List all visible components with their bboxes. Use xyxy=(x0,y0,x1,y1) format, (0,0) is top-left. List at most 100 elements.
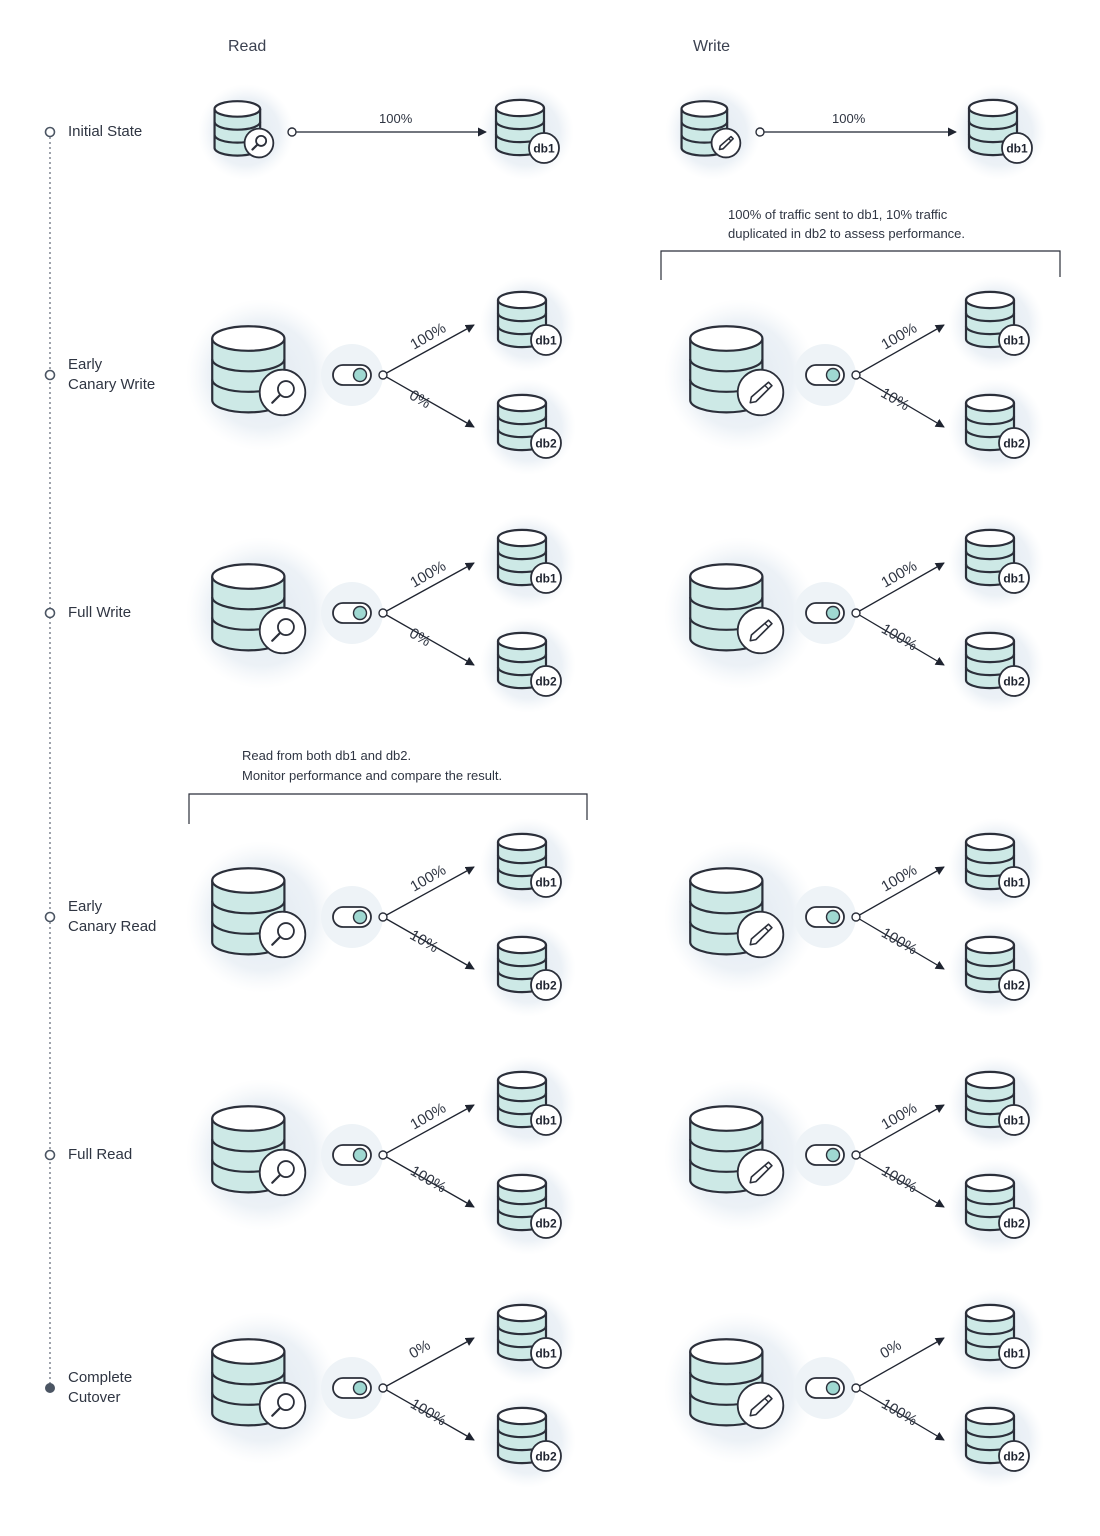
early-canary-read-write-db2: db2 xyxy=(948,921,1044,1017)
arrow-to-db2 xyxy=(855,1154,945,1208)
full-write-read-toggle xyxy=(321,582,383,644)
initial-read-source xyxy=(198,84,294,180)
full-write-read-db1: db1 xyxy=(480,514,576,610)
initial-read-arrow xyxy=(287,127,487,137)
split-point xyxy=(378,912,388,922)
timeline-node xyxy=(44,369,56,381)
complete-cutover-read-source xyxy=(186,1312,338,1464)
arrow-to-db1 xyxy=(382,1104,475,1156)
write-note-line-1: 100% of traffic sent to db1, 10% traffic xyxy=(728,207,948,222)
early-canary-read-write-arrows xyxy=(851,866,945,970)
complete-cutover-write-db1: db1 xyxy=(948,1289,1044,1385)
arrow-to-db2 xyxy=(382,374,475,428)
arrow-to-db2 xyxy=(855,916,945,970)
split-point xyxy=(851,1150,861,1160)
early-canary-write-write-source xyxy=(664,299,816,451)
db-badge-db2 xyxy=(530,1207,562,1239)
early-canary-read-read-db2: db2 xyxy=(480,921,576,1017)
early-canary-read-read-arrows xyxy=(378,866,475,970)
arrow-to-db2 xyxy=(855,612,945,666)
stage-label-early-canary-read: Canary Read xyxy=(68,918,157,935)
toggle-knob xyxy=(825,1380,841,1396)
full-write-read-db2: db2 xyxy=(480,617,576,713)
arrow-to-db1 xyxy=(855,324,945,376)
arrow-to-db1 xyxy=(855,866,945,918)
db-badge-db2 xyxy=(530,427,562,459)
toggle-knob xyxy=(352,1380,368,1396)
arrow-to-db1 xyxy=(382,562,475,614)
complete-cutover-write-arrows xyxy=(851,1337,945,1441)
db-badge-db2-label: db2 xyxy=(535,1450,557,1464)
early-canary-write-write-db1: db1 xyxy=(948,276,1044,372)
db-badge-db1-label: db1 xyxy=(535,1347,557,1361)
early-canary-write-read-db2: db2 xyxy=(480,379,576,475)
db-badge-db2-label: db2 xyxy=(1003,979,1025,993)
timeline-node xyxy=(44,1149,56,1161)
magnifier-icon xyxy=(258,910,307,959)
pencil-icon xyxy=(736,606,785,655)
db-badge-db1 xyxy=(1001,132,1033,164)
stage-label-complete-cutover: Cutover xyxy=(68,1389,121,1406)
db-badge-db1 xyxy=(530,562,562,594)
db-badge-db2-label: db2 xyxy=(535,979,557,993)
db-badge-db2 xyxy=(998,1207,1030,1239)
db-badge-db1-label: db1 xyxy=(1003,334,1025,348)
toggle-knob xyxy=(352,909,368,925)
stage-label-early-canary-write: Canary Write xyxy=(68,376,156,393)
db-badge-db1-label: db1 xyxy=(535,334,557,348)
arrow-to-db1 xyxy=(382,866,475,918)
toggle-knob xyxy=(825,367,841,383)
split-point xyxy=(378,608,388,618)
db-badge-db1-label: db1 xyxy=(533,142,555,156)
initial-read-pct: 100% xyxy=(379,111,413,126)
pencil-icon xyxy=(710,127,742,159)
early-canary-read-read-db1: db1 xyxy=(480,818,576,914)
db-badge-db1 xyxy=(530,1337,562,1369)
complete-cutover-write-db2: db2 xyxy=(948,1392,1044,1488)
magnifier-icon xyxy=(243,127,275,159)
timeline-node-filled xyxy=(45,1383,55,1393)
read-note-bracket xyxy=(188,793,588,824)
arrow-to-db1 xyxy=(382,1337,475,1389)
split-point xyxy=(378,1150,388,1160)
initial-read-db1: db1 xyxy=(478,84,574,180)
db-badge-db1 xyxy=(998,1337,1030,1369)
full-read-read-db1: db1 xyxy=(480,1056,576,1152)
early-canary-write-write-arrows xyxy=(851,324,945,428)
pencil-icon xyxy=(736,368,785,417)
full-read-write-db1: db1 xyxy=(948,1056,1044,1152)
split-point xyxy=(378,370,388,380)
stage-label-complete-cutover: Complete xyxy=(68,1369,133,1386)
db-badge-db1 xyxy=(528,132,560,164)
stage-label-early-canary-write: Early xyxy=(68,356,103,373)
db-badge-db1-label: db1 xyxy=(1003,876,1025,890)
db-badge-db1 xyxy=(530,866,562,898)
db-badge-db1-label: db1 xyxy=(1003,1347,1025,1361)
early-canary-read-write-db1: db1 xyxy=(948,818,1044,914)
db-badge-db2-label: db2 xyxy=(535,437,557,451)
toggle-knob xyxy=(352,605,368,621)
full-write-write-arrows xyxy=(851,562,945,666)
write-note-line-2: duplicated in db2 to assess performance. xyxy=(728,226,966,241)
magnifier-icon xyxy=(258,1148,307,1197)
db-badge-db1-label: db1 xyxy=(535,572,557,586)
early-canary-write-write-db2: db2 xyxy=(948,379,1044,475)
read-column-header: Read xyxy=(228,38,267,55)
timeline-node xyxy=(44,126,56,138)
db-badge-db1 xyxy=(998,324,1030,356)
pencil-icon xyxy=(736,1381,785,1430)
db-badge-db1 xyxy=(530,324,562,356)
full-read-write-source xyxy=(664,1079,816,1231)
db-badge-db2 xyxy=(998,1440,1030,1472)
magnifier-icon xyxy=(258,368,307,417)
write-column-header: Write xyxy=(693,38,731,55)
full-write-read-arrows xyxy=(378,562,475,666)
complete-cutover-read-arrows xyxy=(378,1337,475,1441)
full-write-write-db1: db1 xyxy=(948,514,1044,610)
full-write-write-source xyxy=(664,537,816,689)
initial-write-db1: db1 xyxy=(951,84,1047,180)
db-badge-db1 xyxy=(530,1104,562,1136)
stage-label-full-read: Full Read xyxy=(68,1146,133,1163)
db-badge-db2-label: db2 xyxy=(1003,1450,1025,1464)
